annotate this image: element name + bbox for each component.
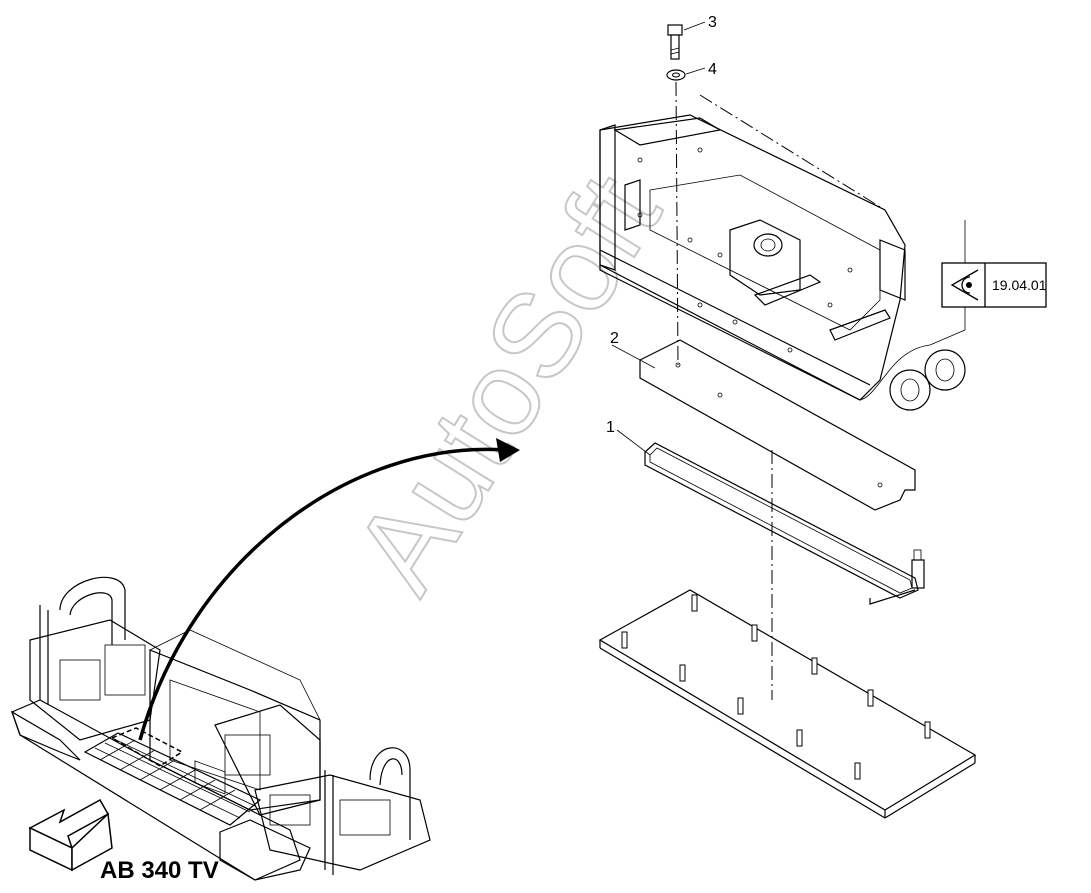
- paver-overview-illustration: [10, 576, 431, 881]
- heating-element-part-1: [644, 442, 925, 605]
- callout-1: 1: [606, 419, 615, 436]
- callout-3: 3: [708, 14, 717, 31]
- view-direction-arrow: [28, 798, 113, 872]
- base-plate-with-studs: [598, 589, 977, 819]
- reference-label: 19.04.01: [992, 277, 1047, 293]
- frame-assembly: [599, 114, 966, 411]
- callout-4: 4: [708, 61, 717, 78]
- washer-part-4: [666, 69, 686, 81]
- reference-box: 19.04.01: [941, 262, 1047, 308]
- callout-2: 2: [610, 330, 619, 347]
- bolt-part-3: [667, 24, 683, 60]
- plate-part-2: [639, 339, 916, 511]
- detail-pointer-arrow: [138, 447, 506, 741]
- detail-area-highlight: [110, 727, 184, 767]
- watermark: AutoSoft: [328, 152, 686, 613]
- model-label: AB 340 TV: [100, 857, 219, 884]
- eye-icon: [950, 269, 979, 301]
